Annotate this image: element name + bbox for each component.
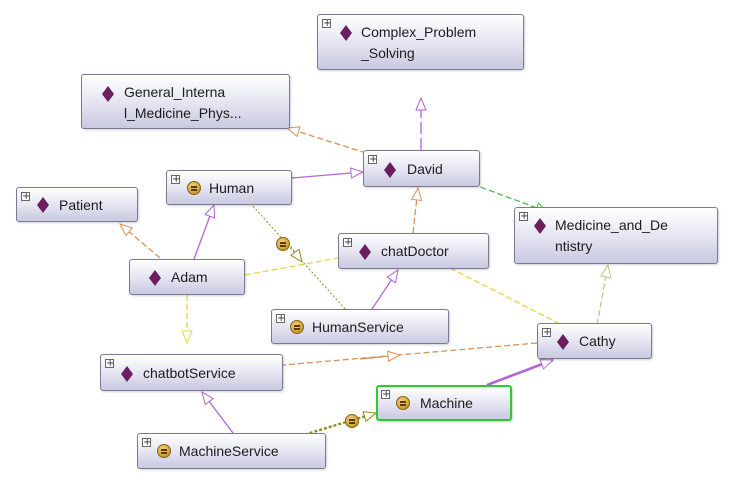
equivalent-class-icon (157, 444, 171, 458)
equivalent-class-icon (396, 396, 410, 410)
node-label: Cathy (579, 333, 616, 349)
edge-machine-cathy (486, 358, 553, 387)
node-humanservice[interactable]: + HumanService (271, 309, 449, 344)
individual-diamond-icon (37, 197, 49, 213)
node-general-internal-medicine[interactable]: General_Interna l_Medicine_Phys... (81, 74, 290, 129)
node-machineservice[interactable]: + MachineService (137, 433, 326, 469)
expand-icon[interactable]: + (519, 211, 529, 222)
node-chatdoctor[interactable]: + chatDoctor (338, 233, 489, 269)
edge-chatdoctor-david (413, 188, 418, 234)
edge-human-david (291, 172, 363, 178)
edge-machineservice-chatbotservice (202, 392, 234, 434)
expand-icon[interactable]: + (276, 313, 286, 324)
node-label: chatDoctor (381, 243, 449, 259)
node-label: MachineService (179, 443, 279, 459)
expand-icon[interactable]: + (343, 237, 353, 248)
node-label: chatbotService (143, 365, 236, 381)
node-david[interactable]: + David (363, 150, 480, 187)
expand-icon[interactable]: + (171, 174, 181, 185)
individual-diamond-icon (557, 334, 569, 350)
node-machine[interactable]: + Machine (376, 385, 512, 421)
individual-diamond-icon (149, 270, 161, 286)
node-chatbotservice[interactable]: + chatbotService (100, 354, 283, 391)
individual-diamond-icon (102, 86, 114, 102)
expand-icon[interactable]: + (322, 18, 332, 29)
edge-cathy-chatbotservice (282, 342, 538, 366)
node-complex-problem-solving[interactable]: + Complex_Problem _Solving (317, 14, 524, 70)
edge-cathy-medicine (596, 265, 608, 326)
node-label: Patient (59, 197, 103, 213)
node-label-line2: _Solving (361, 45, 415, 61)
expand-icon[interactable]: + (542, 327, 552, 338)
individual-diamond-icon (340, 25, 352, 41)
node-label-line1: General_Interna (124, 84, 226, 100)
edge-machineservice-machine (299, 413, 376, 438)
node-label-line1: Complex_Problem (361, 24, 477, 40)
edge-adam-patient (120, 224, 161, 259)
node-label: Adam (171, 269, 208, 285)
node-human[interactable]: + Human (166, 170, 292, 205)
expand-icon[interactable]: + (105, 358, 115, 369)
individual-diamond-icon (121, 366, 133, 382)
node-label: Machine (420, 395, 473, 411)
expand-icon[interactable]: + (381, 389, 391, 400)
node-patient[interactable]: + Patient (16, 187, 138, 222)
equivalent-class-icon (187, 181, 201, 195)
edge-humanservice-chatdoctor-sub (371, 270, 398, 310)
edge-chatbotservice-cathy-arrow (359, 355, 400, 359)
expand-icon[interactable]: + (368, 154, 378, 165)
node-label: Human (209, 180, 255, 196)
node-cathy[interactable]: + Cathy (537, 323, 652, 359)
node-label-line2: ntistry (555, 238, 593, 254)
expand-icon[interactable]: + (142, 437, 152, 448)
node-label: HumanService (312, 319, 404, 335)
edge-adam-chatdoctor (244, 257, 339, 276)
equivalent-class-icon (290, 320, 304, 334)
individual-diamond-icon (534, 218, 546, 234)
edge-chatdoctor-cathy (449, 267, 563, 326)
node-label-line1: Medicine_and_De (555, 217, 668, 233)
individual-diamond-icon (359, 244, 371, 260)
node-medicine-and-dentistry[interactable]: + Medicine_and_De ntistry (514, 207, 718, 264)
edge-david-general (287, 128, 367, 154)
node-label: David (407, 161, 443, 177)
individual-diamond-icon (384, 162, 396, 178)
node-label-line2: l_Medicine_Phys... (124, 105, 242, 121)
edge-adam-human (193, 205, 214, 260)
expand-icon[interactable]: + (21, 191, 31, 202)
node-adam[interactable]: Adam (129, 259, 245, 295)
